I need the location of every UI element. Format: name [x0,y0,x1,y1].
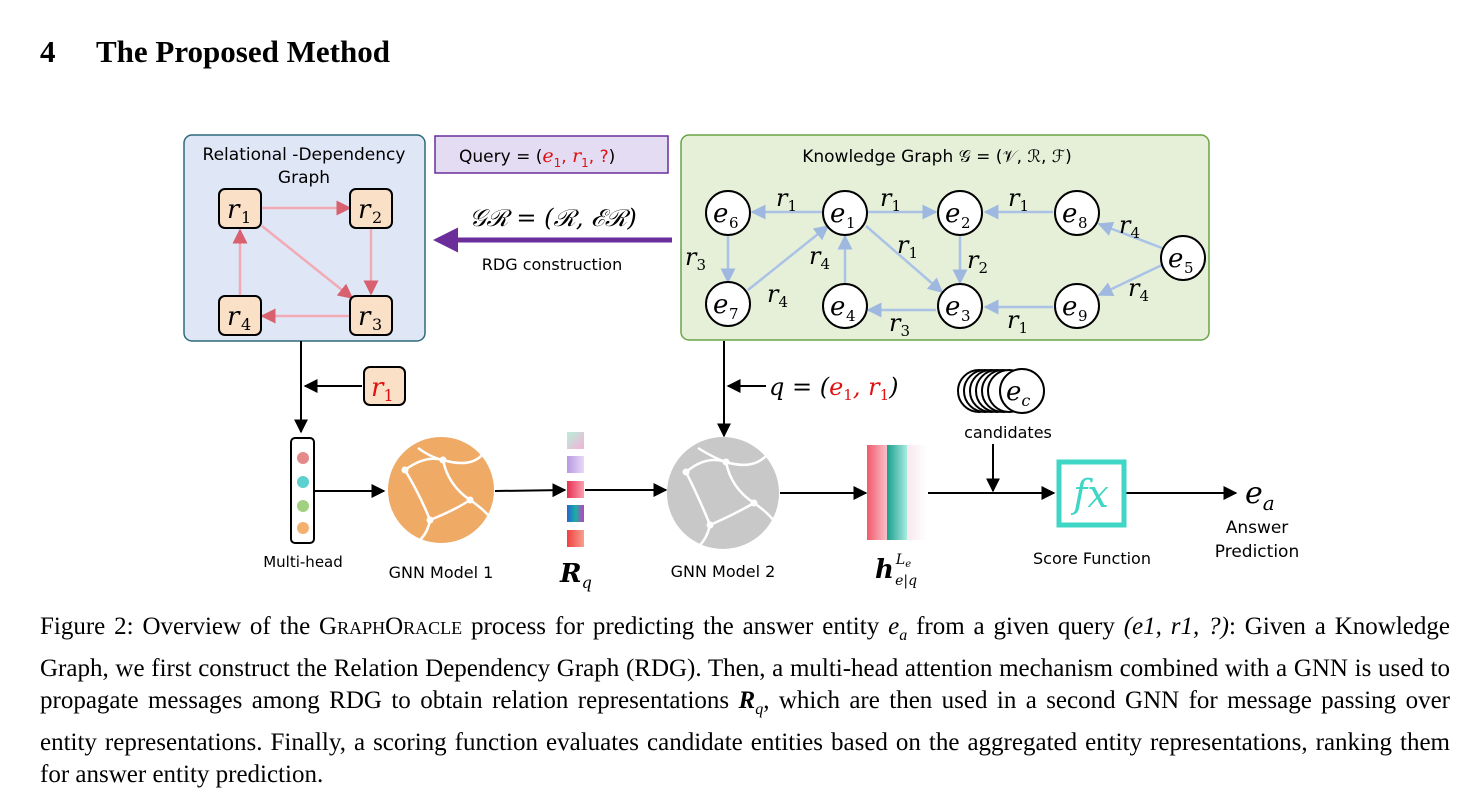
svg-text:5: 5 [1184,259,1194,277]
gnn1-icon: GNN Model 1 [388,437,494,582]
figure-caption: Figure 2: Overview of the GraphOracle pr… [40,613,1450,788]
svg-text:3: 3 [372,315,382,334]
head-dot [297,452,309,464]
kg-title: Knowledge Graph 𝒢 = (𝒱, ℛ, ℱ) [802,147,1072,167]
candidates-label: candidates [964,423,1052,442]
q-label: q = (e1, r1) [769,373,899,404]
kg-panel: Knowledge Graph 𝒢 = (𝒱, ℛ, ℱ) r1 r1 r1 r… [680,134,1210,341]
svg-text:6: 6 [729,214,739,232]
svg-text:ec: ec [1006,377,1030,410]
rq-label: Rq [559,559,592,592]
svg-text:e: e [830,292,845,322]
fx-icon: fx [1070,472,1109,516]
section-heading: 4 The Proposed Method [40,34,390,70]
svg-text:8: 8 [1078,214,1088,232]
multihead-label: Multi-head [263,553,343,571]
svg-text:1: 1 [241,208,251,227]
svg-text:e: e [945,199,960,229]
gnn2-label: GNN Model 2 [671,562,776,581]
score-label: Score Function [1033,549,1151,568]
svg-text:e: e [1168,244,1183,274]
rdg-title-line1: Relational -Dependency [203,145,406,165]
rdg-edge-r1-r3 [261,225,354,299]
svg-text:e: e [945,292,960,322]
answer-prediction: ea Answer Prediction [1215,476,1299,562]
head-dot [297,522,309,534]
svg-text:e: e [1062,199,1077,229]
arrow-gnn1-rq [494,483,567,498]
r1-input-box: r1 [363,366,406,406]
svg-text:7: 7 [729,305,739,323]
answer-line1: Answer [1226,518,1289,538]
svg-text:r: r [227,195,241,225]
svg-text:e: e [713,199,728,229]
svg-text:r: r [358,302,372,332]
rdg-formula: 𝒢ℛ = (ℛ, ℰℛ) [469,204,636,232]
kg-edge-e5-e8 [1097,221,1163,250]
svg-text:3: 3 [961,307,971,325]
svg-text:4: 4 [846,307,856,325]
head-dot [297,500,309,512]
svg-text:e: e [713,290,728,320]
svg-text:1: 1 [846,214,856,232]
rdg-title-line2: Graph [278,168,330,188]
query-box: Query = (e1, r1, ?) [434,135,669,174]
svg-text:2: 2 [372,208,382,227]
gnn1-label: GNN Model 1 [389,563,494,582]
svg-text:2: 2 [961,214,971,232]
gnn2-icon: GNN Model 2 [667,437,779,581]
rq-stack: Rq [559,432,592,592]
svg-text:r: r [358,195,372,225]
kg-edge-e7-e1 [747,225,830,291]
method-name: GraphOracle [319,613,463,640]
candidates-stack: ec candidates [957,368,1052,442]
svg-text:e: e [830,199,845,229]
section-title: The Proposed Method [96,34,390,69]
section-number: 4 [40,34,56,69]
svg-text:r1: r1 [371,373,394,405]
score-function: fx Score Function [1033,459,1151,568]
multihead-block: Multi-head [263,437,343,571]
svg-text:4: 4 [241,315,251,334]
svg-text:r: r [227,302,241,332]
svg-text:9: 9 [1078,307,1088,325]
svg-text:ea: ea [1245,476,1275,515]
kg-edge-e5-e9 [1097,263,1163,297]
rdg-construction: 𝒢ℛ = (ℛ, ℰℛ) RDG construction [433,204,672,274]
answer-line2: Prediction [1215,542,1299,562]
svg-text:e: e [1062,292,1077,322]
rdg-construction-label: RDG construction [482,255,622,274]
kg-edge-e1-e3 [865,225,944,293]
query-text: Query = (e1, r1, ?) [459,145,615,170]
head-dot [297,476,309,488]
